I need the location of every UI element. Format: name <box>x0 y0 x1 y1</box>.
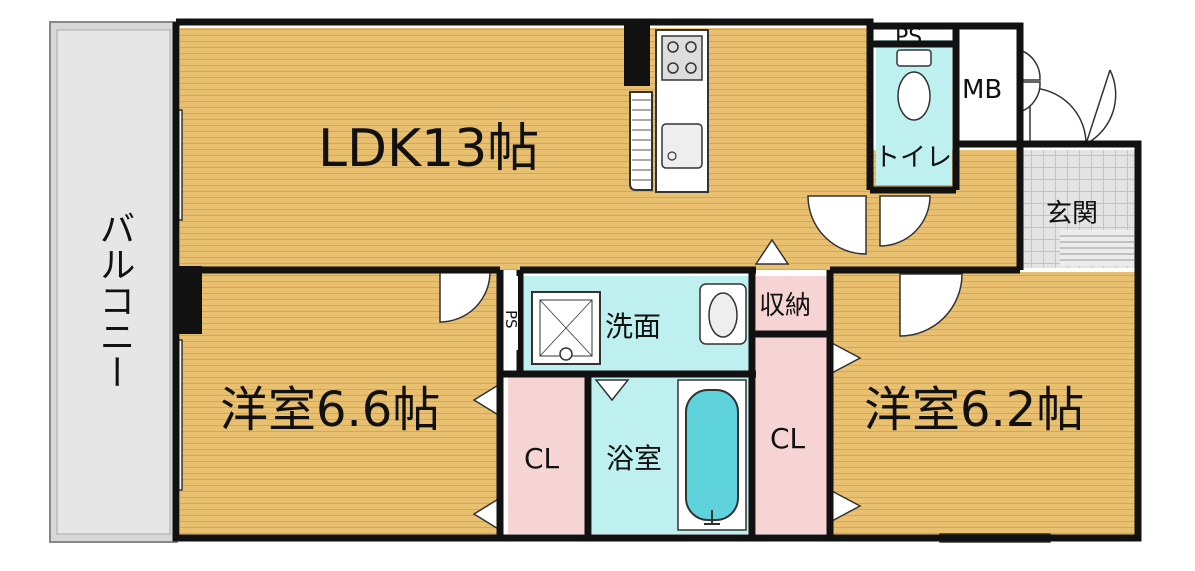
stove-icon <box>661 35 703 81</box>
closet-right-label: CL <box>770 422 806 455</box>
door-entrance-leaf <box>1085 69 1117 145</box>
closet-left-floor <box>508 376 588 534</box>
western-room-right-label: 洋室6.2帖 <box>864 382 1084 438</box>
storage-floor <box>756 276 828 332</box>
toilet-tank-icon <box>896 49 932 67</box>
storage-label: 収納 <box>759 291 811 321</box>
pipe-space-top-label: PS <box>895 25 922 50</box>
door-western-left <box>439 271 491 323</box>
kitchen-wall-panel <box>629 91 653 191</box>
balcony-label: バルコニー <box>94 210 135 390</box>
ldk-floor <box>180 28 870 270</box>
door-western-right <box>899 273 963 337</box>
storage-door <box>754 238 790 265</box>
western-room-right-floor <box>830 272 1135 536</box>
washroom-label: 洗面 <box>605 310 661 343</box>
door-entrance <box>1029 87 1087 145</box>
drain-icon <box>559 347 573 361</box>
door-toilet <box>879 195 931 247</box>
pipe-space-mid-label: PS <box>502 310 520 329</box>
door-meter-box <box>1019 48 1041 81</box>
meter-box-label: MB <box>962 75 1002 105</box>
entrance-label: 玄関 <box>1046 199 1098 229</box>
ldk-label: LDK13帖 <box>318 119 539 179</box>
toilet-bowl-icon <box>897 71 931 121</box>
western-room-left-label: 洋室6.6帖 <box>220 382 440 438</box>
toilet-label: トイレ <box>874 143 952 173</box>
bathroom-door <box>594 379 630 402</box>
door-ldk-hall <box>807 195 867 255</box>
closet-left-label: CL <box>524 442 560 475</box>
meter-box-area <box>960 26 1018 144</box>
closet-right-floor <box>756 336 828 534</box>
sink-icon <box>661 123 703 169</box>
wall-column-left <box>176 266 202 334</box>
pipe-space-mid-box <box>504 276 518 350</box>
bathroom-label: 浴室 <box>606 442 662 475</box>
